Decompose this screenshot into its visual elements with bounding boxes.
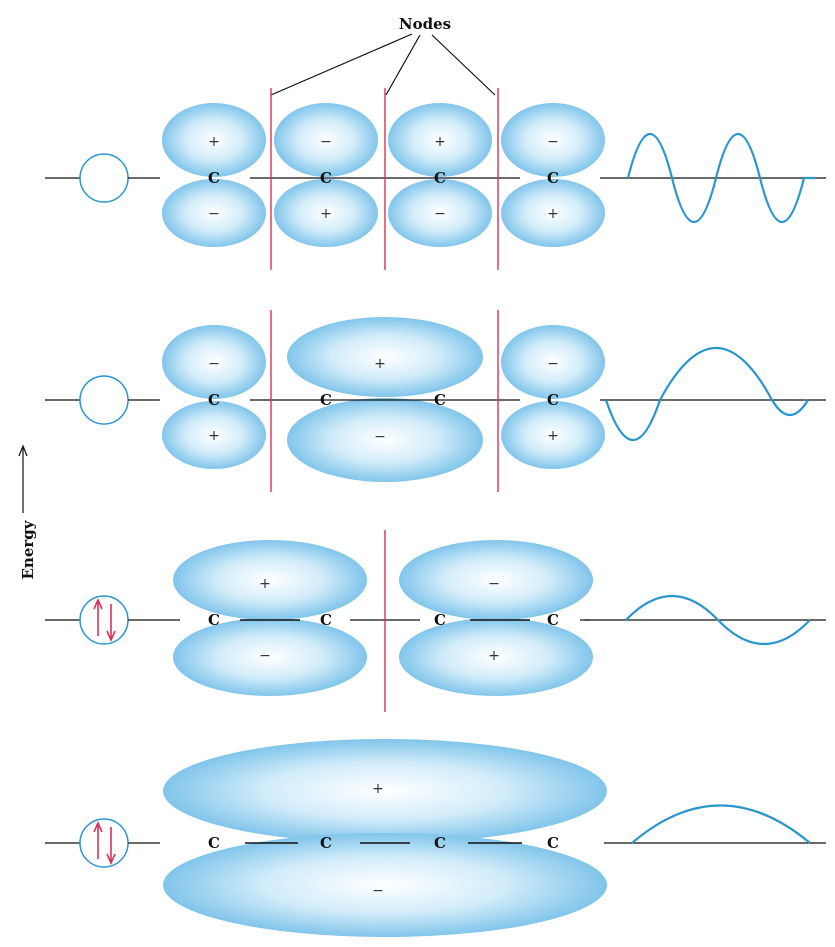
lobe-bottom-merged [287,398,483,482]
atom-label: C [434,169,446,187]
phase-sign: − [320,134,332,150]
phase-sign: + [547,206,559,222]
atom-label: C [320,611,332,629]
phase-sign: + [374,356,386,372]
nodal-planes [270,88,499,270]
wavefunction-curve [625,595,811,645]
phase-sign: + [259,576,271,592]
phase-sign: − [434,206,446,222]
nodes-title: Nodes [399,15,451,33]
lobe-bottom [501,401,605,469]
p-orbital-lobes [162,103,605,247]
level-psi4: C C C C + − + − − + − + [45,88,826,270]
phase-sign: − [208,206,220,222]
nodal-planes [270,310,499,492]
phase-sign: + [488,648,500,664]
lobe-bottom [162,401,266,469]
p-orbital-lobes [173,540,593,696]
phase-sign: − [374,429,386,445]
phase-sign: + [372,781,384,797]
atom-label: C [208,391,220,409]
lobe-bottom [388,179,492,247]
phase-sign: + [547,428,559,444]
phase-sign: − [372,883,384,899]
lobe-top [162,325,266,399]
lobe-bottom [274,179,378,247]
lobe-top [501,103,605,177]
p-orbital-lobes [163,739,607,937]
atom-label: C [547,391,559,409]
atom-label: C [320,834,332,852]
lobe-bottom-merged [173,618,367,696]
lobe-top [388,103,492,177]
atom-label: C [434,834,446,852]
phase-sign: − [547,356,559,372]
energy-axis-arrow [18,444,28,513]
phase-sign: − [208,356,220,372]
lobe-top [501,325,605,399]
wavefunction-curve [604,346,809,442]
phase-sign: − [547,134,559,150]
phase-sign: − [488,576,500,592]
atom-label: C [320,169,332,187]
atom-label: C [547,169,559,187]
orbital-circle-empty [79,375,129,425]
electron-pair-arrows [93,598,116,642]
phase-sign: − [259,648,271,664]
electron-pair-arrows [93,821,116,865]
lobe-top-merged [399,540,593,620]
lobe-bottom [162,179,266,247]
atom-label: C [434,611,446,629]
phase-sign: + [208,428,220,444]
orbital-circle-occupied [79,818,129,868]
atom-label: C [208,169,220,187]
lobe-bottom [501,179,605,247]
atom-label: C [320,391,332,409]
atom-label: C [208,834,220,852]
atom-label: C [547,834,559,852]
nodes-pointer-lines [270,33,496,96]
wavefunction-curve [626,132,816,224]
lobe-bottom-merged [163,833,607,937]
lobe-top-merged [163,739,607,843]
p-orbital-lobes [162,317,605,482]
orbital-circle-empty [79,153,129,203]
atom-label: C [547,611,559,629]
level-psi2: C C C C + − − + [45,530,826,712]
atom-label: C [208,611,220,629]
lobe-bottom-merged [399,618,593,696]
lobe-top [162,103,266,177]
phase-sign: + [208,134,220,150]
atom-label: C [434,391,446,409]
lobe-top-merged [287,317,483,397]
level-psi3: C C C C − + − + − + [45,310,826,492]
orbital-circle-occupied [79,595,129,645]
level-psi1: C C C C + − [45,739,826,937]
energy-axis-label: Energy [19,519,37,579]
lobe-top-merged [173,540,367,620]
wavefunction-curve [631,804,811,844]
phase-sign: + [320,206,332,222]
lobe-top [274,103,378,177]
phase-sign: + [434,134,446,150]
